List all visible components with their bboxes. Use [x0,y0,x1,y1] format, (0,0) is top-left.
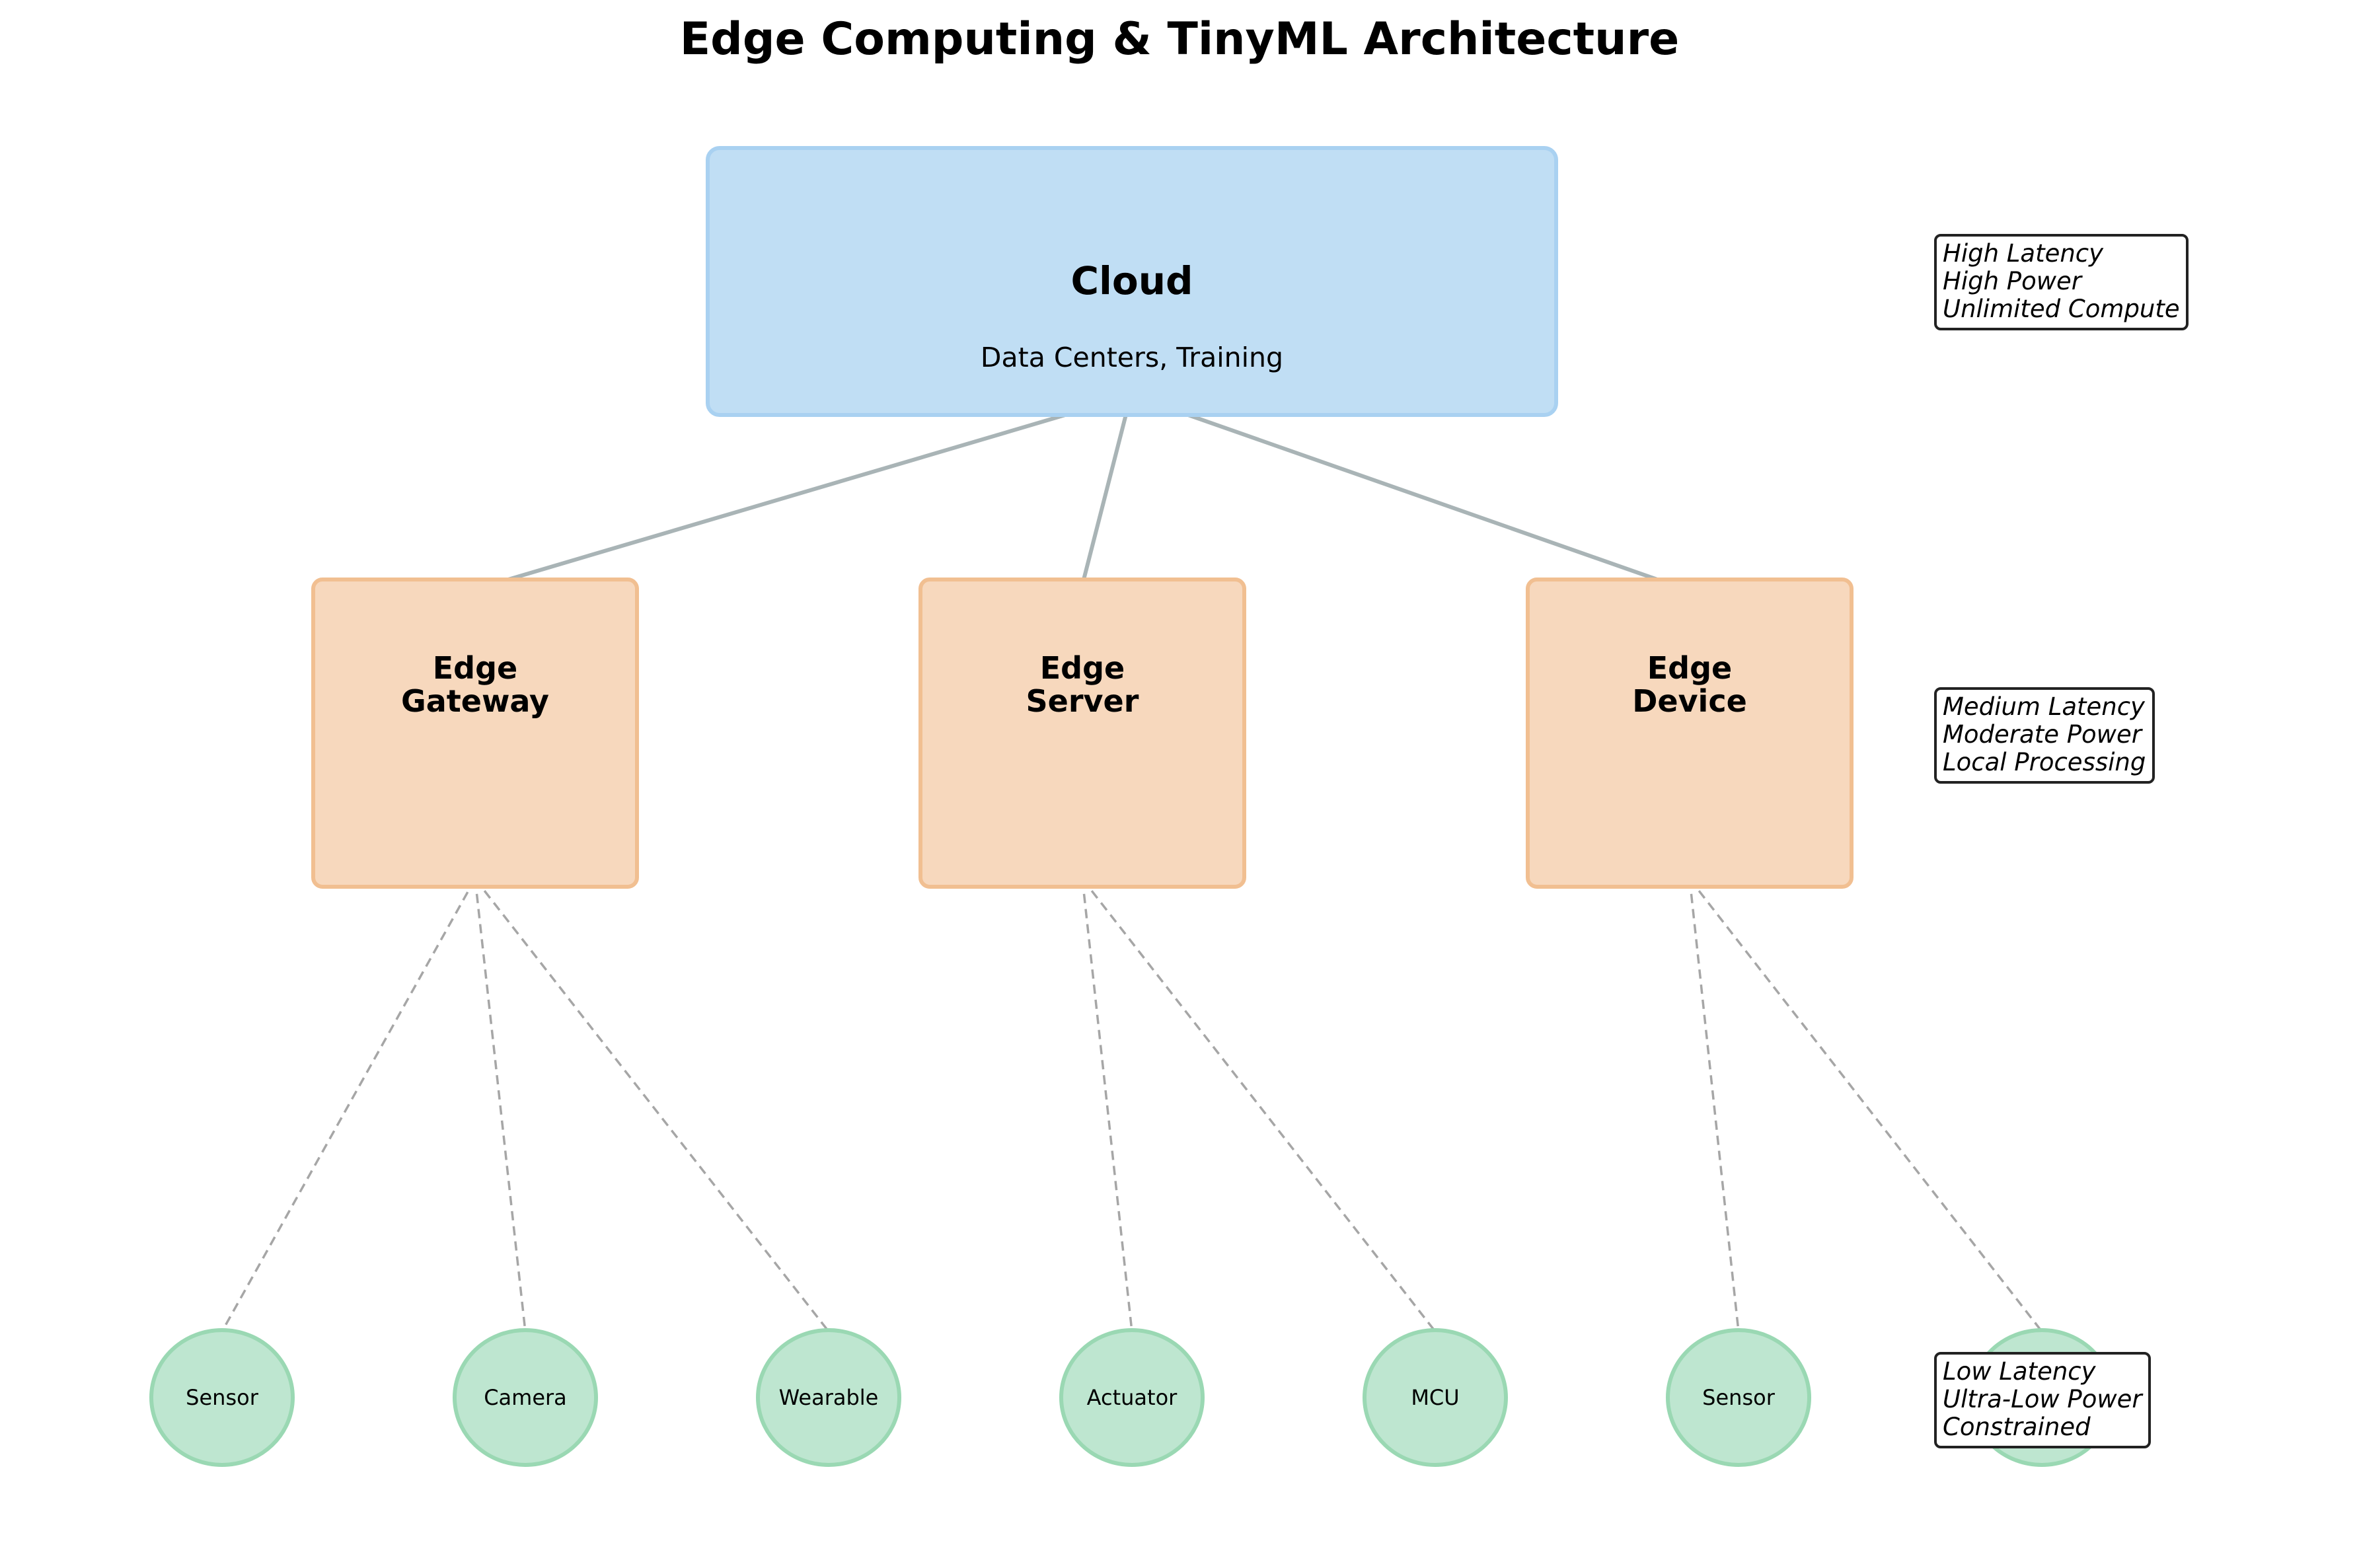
device-label: Wearable [779,1385,879,1410]
device-label: Actuator [1087,1385,1178,1410]
device-label: MCU [1411,1385,1459,1410]
note-line: High Latency [1943,239,2104,268]
edge-to-cloud-arrow [1080,399,1130,585]
edge-label-line2: Server [1026,683,1139,719]
device-link [1688,877,2043,1333]
device-link [474,877,830,1333]
edge-label-line1: Edge [1040,650,1125,686]
note-box [1934,234,2189,330]
device-node: Wearable [756,1328,901,1467]
edge-box [1526,578,1854,889]
note-box [1934,687,2155,784]
device-node: Camera [453,1328,598,1467]
edge-box [311,578,639,889]
edge-layer: Edge Gateway Edge Server Edge Device [311,578,1854,889]
cloud-subtitle: Data Centers, Training [981,342,1283,373]
note-line: Local Processing [1943,748,2146,776]
device-link [221,878,476,1332]
device-label: Sensor [186,1385,259,1410]
device-layer: Sensor Camera Wearable Actuator MCU Sensor [149,1328,2115,1467]
edge-box [918,578,1246,889]
device-label: Camera [484,1385,567,1410]
device-circle [149,1328,295,1467]
device-label: Sensor [1702,1385,1776,1410]
device-circle [756,1328,901,1467]
device-circle [1666,1328,1811,1467]
device-link [1688,878,1740,1332]
note-box [1934,1352,2151,1448]
note-line: Constrained [1943,1413,2091,1441]
device-link [1081,878,1133,1332]
note-edge-tier: Medium Latency Moderate Power Local Proc… [1934,687,2155,784]
note-cloud-tier: High Latency High Power Unlimited Comput… [1934,234,2189,330]
edge-to-cloud-arrow [1139,398,1682,590]
device-to-edge-links [221,877,2043,1333]
note-line: Moderate Power [1943,720,2144,749]
device-circle [453,1328,598,1467]
note-line: Low Latency [1943,1357,2097,1386]
cloud-node: Cloud Data Centers, Training [706,146,1558,417]
device-node: Sensor [1666,1328,1811,1467]
edge-label-line1: Edge [433,650,517,686]
device-node: Sensor [149,1328,295,1467]
cloud-title: Cloud [1070,258,1193,303]
note-line: Medium Latency [1943,692,2146,721]
diagram-title: Edge Computing & TinyML Architecture [680,13,1680,65]
device-link [474,878,527,1332]
edge-label-line2: Device [1632,683,1747,719]
device-node: MCU [1363,1328,1508,1467]
note-device-tier: Low Latency Ultra-Low Power Constrained [1934,1352,2151,1448]
tier-notes: High Latency High Power Unlimited Comput… [1934,234,2189,1448]
edge-node-device: Edge Device [1526,578,1854,889]
note-line: Unlimited Compute [1943,295,2180,323]
edge-label-line2: Gateway [401,683,549,719]
device-circle [1059,1328,1205,1467]
note-line: Ultra-Low Power [1943,1385,2144,1413]
device-node: Actuator [1059,1328,1205,1467]
edge-node-server: Edge Server [918,578,1246,889]
edge-label-line1: Edge [1647,650,1732,686]
cloud-box [706,146,1558,417]
edge-node-gateway: Edge Gateway [311,578,639,889]
note-line: High Power [1943,267,2083,295]
edge-to-cloud-arrow [478,398,1123,590]
device-circle [1363,1328,1508,1467]
edge-to-cloud-links [478,398,1682,590]
device-link [1081,877,1437,1333]
